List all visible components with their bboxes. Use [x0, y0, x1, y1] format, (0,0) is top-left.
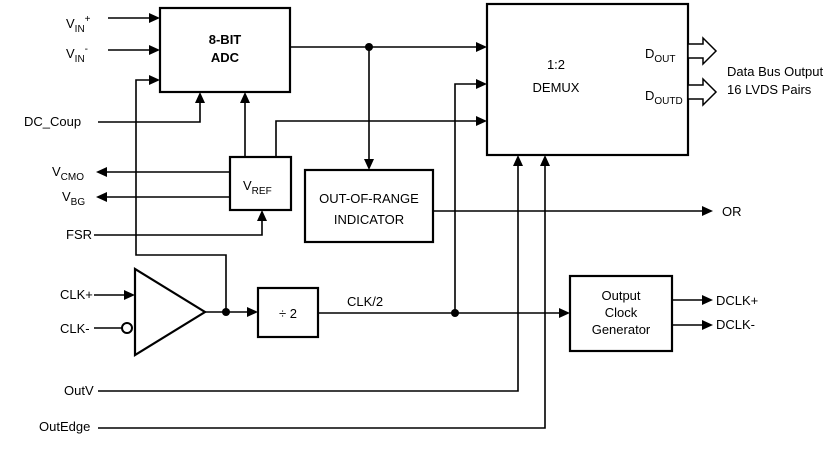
data-bus-label-line1: Data Bus Output [727, 64, 823, 79]
outedge-wire [98, 165, 546, 429]
clk-plus-label: CLK+ [60, 287, 93, 302]
divider-label: ÷ 2 [279, 306, 297, 321]
outv-wire [98, 165, 519, 392]
adc-label-line2: ADC [211, 50, 240, 65]
out-of-range-label-line2: INDICATOR [334, 212, 404, 227]
or-label: OR [722, 204, 742, 219]
demux-block: 1:2 DEMUX [485, 2, 690, 157]
dout-label: DOUT [645, 46, 676, 65]
clock-generator-block: Output Clock Generator [568, 274, 674, 353]
doutd-label: DOUTD [645, 88, 683, 107]
clock-buffer-triangle [121, 267, 208, 357]
data-bus-label-line2: 16 LVDS Pairs [727, 82, 812, 97]
vcmo-label: VCMO [52, 164, 84, 183]
vref-block: VREF [228, 155, 293, 212]
dout-bus-arrow [687, 36, 718, 66]
adc-block: 8-BIT ADC [158, 6, 292, 94]
adc-clock-wire [135, 79, 227, 312]
dc-coup-label: DC_Coup [24, 114, 81, 129]
fsr-label: FSR [66, 227, 92, 242]
outedge-label: OutEdge [39, 419, 90, 434]
fsr-wire [94, 220, 263, 236]
dclk-minus-label: DCLK- [716, 317, 755, 332]
out-of-range-label-line1: OUT-OF-RANGE [319, 191, 419, 206]
divider-block: ÷ 2 [256, 286, 320, 339]
doutd-bus-arrow [687, 77, 718, 107]
clock-junction [222, 308, 230, 316]
outv-label: OutV [64, 383, 94, 398]
clock-gen-label-line2: Clock [605, 305, 638, 320]
adc-label-line1: 8-BIT [209, 32, 242, 47]
clock-gen-label-line3: Generator [592, 322, 651, 337]
vref-to-demux-wire [275, 120, 477, 157]
clk-div2-label: CLK/2 [347, 294, 383, 309]
clock-gen-label-line1: Output [601, 288, 640, 303]
vin-minus-label: VIN- [66, 44, 88, 65]
clk-div2-to-demux-wire [454, 83, 477, 313]
vin-plus-label: VIN+ [66, 14, 91, 35]
inverting-bubble [121, 322, 133, 334]
vref-label: VREF [243, 178, 272, 197]
demux-label-line2: DEMUX [533, 80, 580, 95]
clk-minus-label: CLK- [60, 321, 90, 336]
dclk-plus-label: DCLK+ [716, 293, 758, 308]
out-of-range-block: OUT-OF-RANGE INDICATOR [303, 168, 435, 244]
demux-label-line1: 1:2 [547, 57, 565, 72]
vbg-label: VBG [62, 189, 85, 208]
dc-coup-wire [98, 102, 201, 123]
